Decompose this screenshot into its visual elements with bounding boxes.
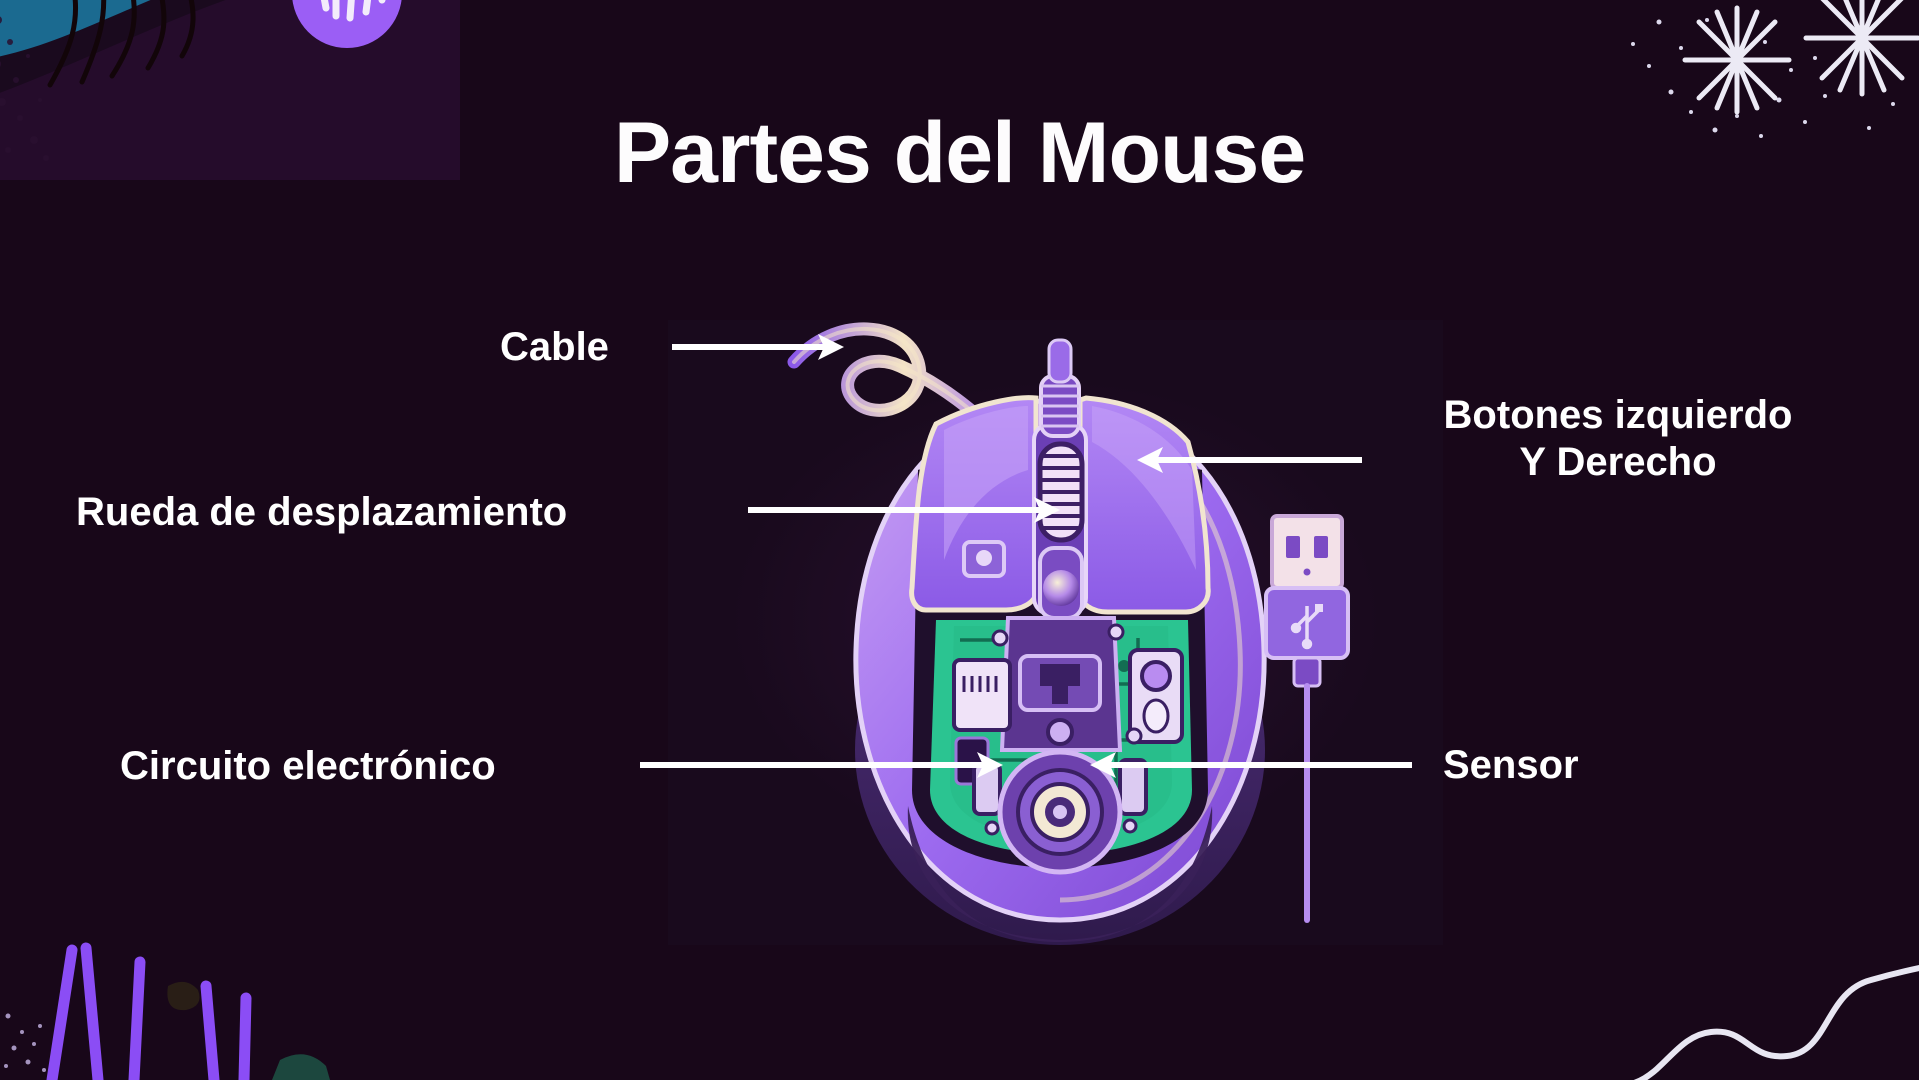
- callout-label-sensor: Sensor: [1443, 743, 1579, 787]
- callout-label-circuit: Circuito electrónico: [120, 744, 496, 788]
- page-title: Partes del Mouse: [613, 105, 1306, 201]
- callout-label-buttons: Botones izquierdo Y Derecho: [1383, 392, 1853, 486]
- callout-label-buttons-line2: Y Derecho: [1519, 440, 1717, 485]
- decoration-bottom-right-squiggle: [1633, 964, 1919, 1080]
- decoration-bottom-left-light-streaks: [4, 942, 330, 1080]
- decoration-purple-moon-icon: [292, 0, 402, 48]
- mouse-illustration-panel: [668, 320, 1443, 945]
- callout-label-cable: Cable: [500, 325, 609, 369]
- cutaway-mouse-icon: [787, 322, 1350, 945]
- callout-label-buttons-line1: Botones izquierdo: [1443, 393, 1793, 437]
- callout-label-scroll-wheel: Rueda de desplazamiento: [76, 490, 568, 534]
